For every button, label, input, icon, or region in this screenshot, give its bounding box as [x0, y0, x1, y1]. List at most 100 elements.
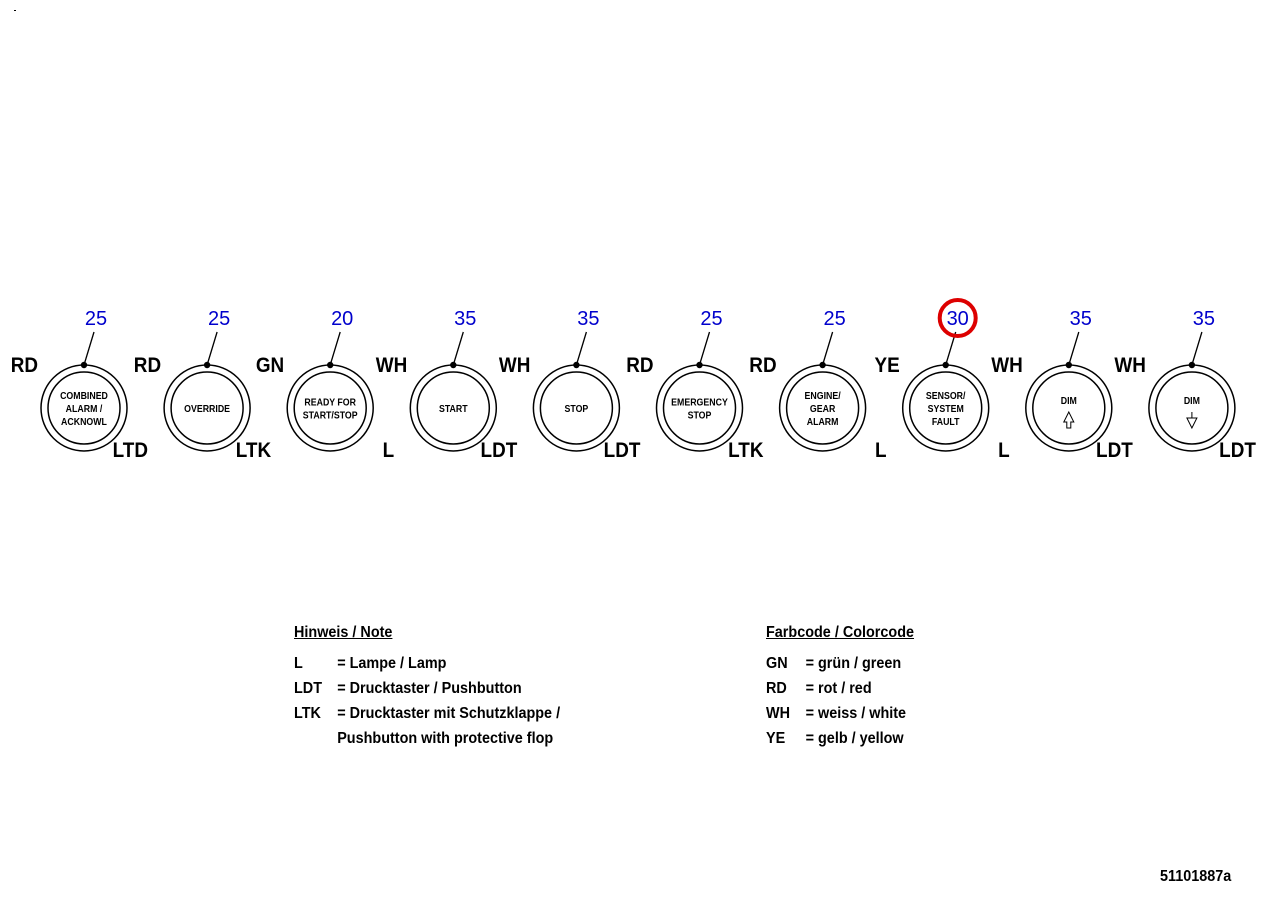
item-number: 25: [85, 308, 107, 330]
color-code-label: WH: [376, 354, 407, 377]
button-caption: FAULT: [932, 415, 960, 427]
leader-dot: [942, 361, 949, 369]
button-caption: ENGINE/: [805, 389, 841, 401]
button-inner-ring: [1155, 371, 1229, 445]
colorcode-title: Farbcode / Colorcode: [766, 624, 915, 641]
button-caption: STOP: [688, 409, 712, 421]
colorcode-code: GN: [766, 655, 788, 672]
color-code-label: RD: [11, 354, 38, 377]
note-code: [294, 726, 337, 751]
color-code-label: WH: [991, 354, 1022, 377]
color-code-label: YE: [874, 354, 899, 377]
color-code-label: RD: [626, 354, 653, 377]
colorcode-item: WH= weiss / white: [766, 701, 914, 726]
item-number: 25: [700, 308, 722, 330]
button-type-label: L: [875, 439, 887, 462]
note-text: = Drucktaster mit Schutzklappe /: [337, 705, 561, 722]
leader-line: [698, 331, 711, 366]
note-legend: Hinweis / Note L = Lampe / Lamp LDT= Druc…: [294, 620, 560, 751]
item-number: 30: [947, 308, 969, 330]
button-caption: ACKNOWL: [61, 415, 107, 427]
item-number: 25: [823, 308, 845, 330]
colorcode-item: YE= gelb / yellow: [766, 726, 914, 751]
leader-line: [1191, 331, 1203, 366]
button-type-label: LDT: [1219, 439, 1256, 462]
leader-dot: [1188, 361, 1196, 369]
leader-line: [1068, 331, 1080, 366]
button-caption: ALARM: [807, 415, 839, 427]
button-caption: DIM: [1061, 394, 1077, 406]
button-caption: DIM: [1184, 394, 1200, 406]
button-type-label: LDT: [481, 439, 518, 462]
button-inner-ring: [662, 371, 737, 445]
button-inner-ring: [416, 371, 491, 445]
colorcode-legend: Farbcode / Colorcode GN = grün / green RD…: [766, 620, 914, 751]
leader-line: [329, 331, 341, 366]
color-code-label: WH: [1114, 354, 1145, 377]
button-inner-ring: [908, 371, 983, 445]
button-caption: READY FOR: [304, 396, 356, 408]
leader-dot: [696, 361, 703, 369]
button-outer-ring: [1148, 364, 1236, 452]
button-inner-ring: [785, 371, 860, 445]
button-caption: ALARM /: [66, 402, 103, 414]
leader-line: [452, 331, 464, 366]
colorcode-text: = grün / green: [805, 655, 902, 672]
button-type-label: LDT: [1096, 439, 1133, 462]
note-code: LTK: [294, 705, 321, 722]
colorcode-item: GN = grün / green: [766, 651, 914, 676]
note-text: = Lampe / Lamp: [337, 655, 447, 672]
note-text: Pushbutton with protective flop: [337, 730, 554, 747]
button-inner-ring: [539, 371, 614, 445]
button-caption: GEAR: [810, 402, 836, 414]
button-type-label: LTK: [728, 439, 764, 462]
button-type-label: LTD: [113, 439, 148, 462]
button-type-label: L: [998, 439, 1010, 462]
button-caption: START/STOP: [303, 409, 358, 421]
leader-dot: [203, 361, 211, 369]
button-caption: START: [439, 402, 468, 414]
color-code-label: RD: [749, 354, 776, 377]
color-code-label: WH: [499, 354, 530, 377]
note-title: Hinweis / Note: [294, 624, 393, 641]
button-type-label: L: [383, 439, 395, 462]
note-item: L = Lampe / Lamp: [294, 651, 560, 676]
colorcode-code: WH: [766, 705, 790, 722]
button-caption: SYSTEM: [928, 402, 964, 414]
button-outer-ring: [1025, 364, 1113, 452]
arrow-down-icon: [1186, 412, 1198, 430]
item-number: 25: [208, 308, 230, 330]
item-number: 20: [331, 308, 353, 330]
document-number: 51101887a: [1160, 868, 1232, 885]
button-inner-ring: [170, 371, 244, 445]
button-inner-ring: [1032, 371, 1106, 445]
leader-line: [206, 331, 218, 366]
item-number: 35: [1070, 308, 1092, 330]
note-item: Pushbutton with protective flop: [294, 726, 560, 751]
leader-dot: [573, 361, 580, 369]
leader-dot: [450, 361, 457, 369]
note-code: L: [294, 655, 303, 672]
colorcode-code: RD: [766, 680, 787, 697]
item-number: 35: [454, 308, 476, 330]
button-caption: SENSOR/: [926, 389, 966, 401]
note-item: LDT= Drucktaster / Pushbutton: [294, 676, 560, 701]
color-code-label: RD: [134, 354, 161, 377]
colorcode-code: YE: [766, 730, 786, 747]
button-inner-ring: [293, 371, 367, 445]
note-text: = Drucktaster / Pushbutton: [337, 680, 522, 697]
item-number: 35: [1193, 308, 1215, 330]
button-caption: OVERRIDE: [184, 402, 230, 414]
note-item: LTK = Drucktaster mit Schutzklappe /: [294, 701, 560, 726]
